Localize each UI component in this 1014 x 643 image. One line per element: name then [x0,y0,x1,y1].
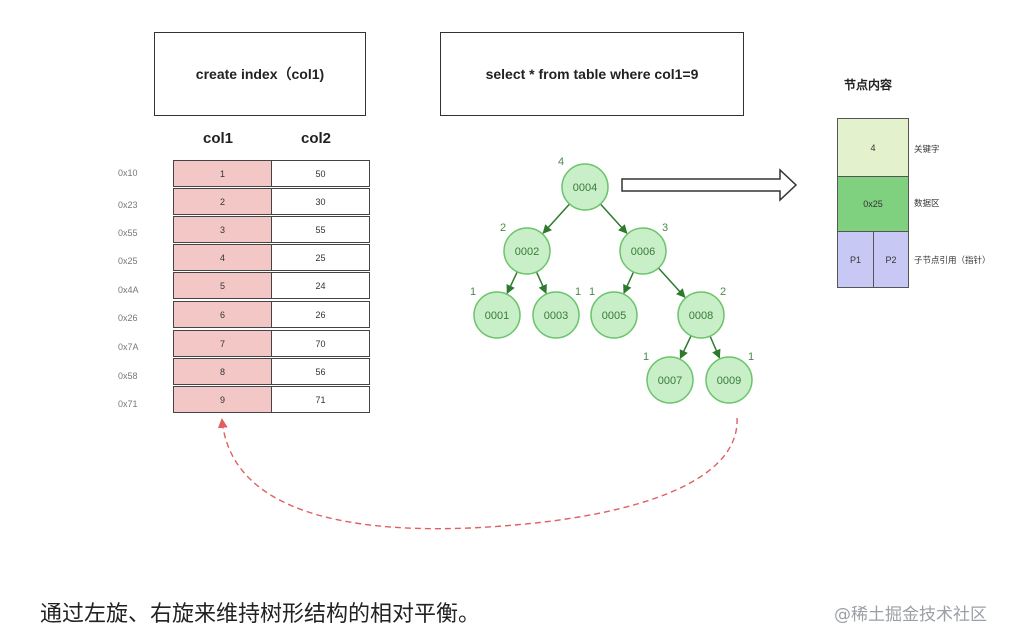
tree-node-height: 1 [748,351,754,363]
tree-node-label: 0008 [689,310,713,322]
tree-edges [506,203,721,360]
tree-node-0008: 0008 2 [677,286,726,339]
dashed-pointer-arrow [217,417,738,530]
legend-key-label: 关键字 [914,145,940,155]
tree-node-label: 0004 [573,182,597,194]
tree-node-height: 4 [558,156,564,168]
tree-node-0001: 0001 1 [470,286,521,339]
row-address: 0x55 [118,228,138,238]
tree-node-height: 1 [589,286,595,298]
tree-node-circle [619,227,667,275]
tree-node-label: 0003 [544,310,568,322]
row-address: 0x71 [118,399,138,409]
tree-node-label: 0005 [602,310,626,322]
tree-edge [542,203,571,234]
col1-cell: 7 [173,330,272,357]
tree-node-circle [705,356,753,404]
hollow-arrow-icon [621,168,798,202]
tree-node-0006: 0006 3 [619,222,668,275]
tree-node-height: 1 [643,351,649,363]
query-text: select * from table where col1=9 [485,66,699,82]
col1-cell: 5 [173,272,272,299]
tree-node-circle [677,291,725,339]
col1-header: col1 [203,130,234,147]
legend-pointer-label: 子节点引用（指针） [914,256,991,266]
col1-cell: 8 [173,358,272,385]
tree-node-height: 2 [720,286,726,298]
legend-data-cell: 0x25 [837,176,909,232]
col2-cell: 55 [271,216,370,243]
tree-node-label: 0009 [717,375,741,387]
tree-node-height: 2 [500,222,506,234]
col2-header: col2 [301,130,332,147]
tree-node-height: 1 [470,286,476,298]
tree-edge [535,271,547,294]
col2-cell: 56 [271,358,370,385]
tree-node-height: 1 [575,286,581,298]
tree-node-label: 0001 [485,310,509,322]
col2-cell: 50 [271,160,370,187]
legend-title: 节点内容 [844,78,893,92]
tree-node-0005: 0005 1 [589,286,638,339]
caption: 通过左旋、右旋来维持树形结构的相对平衡。 [40,602,481,627]
tree-node-0007: 0007 1 [643,351,694,404]
row-address: 0x26 [118,313,138,323]
col1-cell: 9 [173,386,272,413]
tree-edge [506,271,518,295]
tree-node-circle [561,163,609,211]
legend-key-cell: 4 [837,118,909,177]
tree-node-0004: 0004 4 [558,156,609,211]
query-box: select * from table where col1=9 [440,32,744,116]
tree-node-circle [646,356,694,404]
tree-edge [657,267,686,298]
watermark: @稀土掘金技术社区 [834,605,987,625]
row-address: 0x4A [118,285,139,295]
tree-edge [623,271,635,294]
col1-cell: 1 [173,160,272,187]
row-address: 0x23 [118,200,138,210]
row-address: 0x10 [118,168,138,178]
col2-cell: 70 [271,330,370,357]
legend-p2-cell: P2 [873,231,909,288]
legend-p1-cell: P1 [837,231,874,288]
col2-cell: 24 [271,272,370,299]
tree-node-0009: 0009 1 [705,351,754,404]
col1-cell: 6 [173,301,272,328]
tree-node-label: 0002 [515,246,539,258]
tree-edge [679,335,692,360]
tree-node-circle [532,291,580,339]
col2-cell: 26 [271,301,370,328]
tree-node-label: 0007 [658,375,682,387]
create-index-box: create index（col1) [154,32,366,116]
col1-cell: 4 [173,244,272,271]
row-address: 0x25 [118,256,138,266]
legend-data-label: 数据区 [914,199,940,209]
col2-cell: 30 [271,188,370,215]
tree-node-label: 0006 [631,246,655,258]
tree-node-circle [590,291,638,339]
tree-node-0002: 0002 2 [500,222,551,275]
tree-node-circle [473,291,521,339]
tree-edge [599,203,628,234]
row-address: 0x58 [118,371,138,381]
tree-node-height: 3 [662,222,668,234]
tree-node-circle [503,227,551,275]
tree-node-0003: 0003 1 [532,286,581,339]
col2-cell: 25 [271,244,370,271]
col2-cell: 71 [271,386,370,413]
row-address: 0x7A [118,342,139,352]
tree-nodes: 0004 4 0002 2 0006 3 0001 1 0003 1 0005 1 0008 2 0007 1… [470,156,754,404]
col1-cell: 3 [173,216,272,243]
create-index-text: create index（col1) [195,66,325,82]
tree-edge [709,335,721,359]
